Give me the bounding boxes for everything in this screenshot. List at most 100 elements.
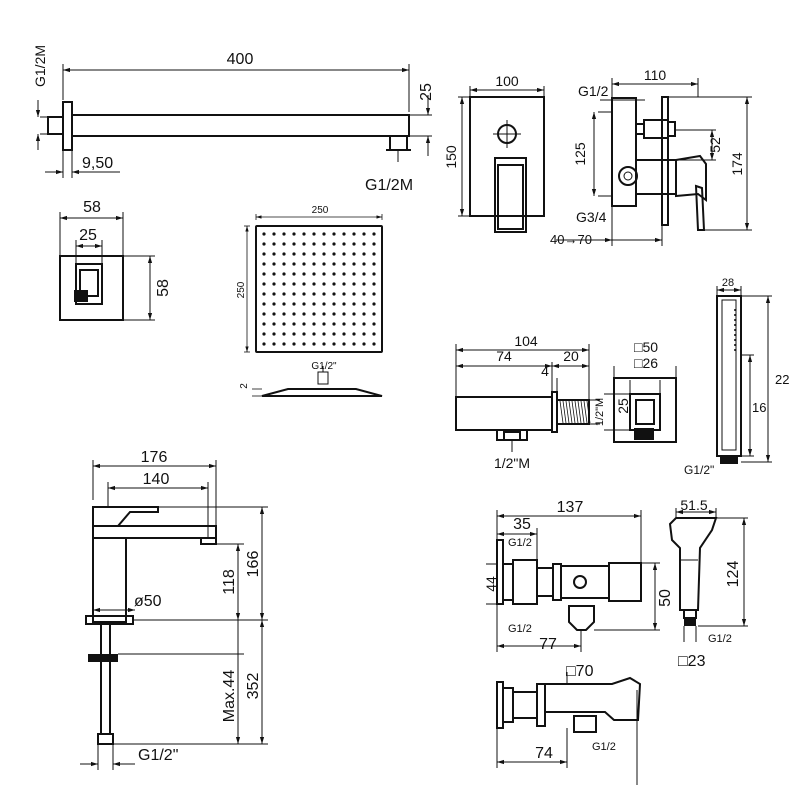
nozzle-dot <box>292 302 296 306</box>
arm-thread-bottom-label: G1/2M <box>365 177 413 194</box>
thread-hatch-line <box>583 400 588 424</box>
thread-hatch-line <box>586 400 591 424</box>
nozzle-dot <box>312 232 316 236</box>
nozzle-dot <box>302 332 306 336</box>
nozzle-dot <box>352 262 356 266</box>
hand-nozzle-dot <box>734 344 736 346</box>
nozzle-dot <box>372 292 376 296</box>
nozzle-dot <box>362 322 366 326</box>
nozzle-dot <box>302 292 306 296</box>
hand-nozzle-dot <box>734 309 736 311</box>
head-width-label: 250 <box>312 205 329 216</box>
nozzle-dot <box>352 292 356 296</box>
basin-mixer-drawing <box>80 460 268 770</box>
head-thickness-label: 2 <box>239 383 250 389</box>
nozzle-dot <box>262 252 266 256</box>
hand-nozzle-dot <box>734 319 736 321</box>
nozzle-dot <box>302 232 306 236</box>
mixer-thread-bottom-label: G3/4 <box>576 209 607 225</box>
nozzle-dot <box>312 272 316 276</box>
outlet-total-label: 104 <box>514 333 538 349</box>
nozzle-dot <box>302 272 306 276</box>
arm-offset-label: 9,50 <box>82 155 113 172</box>
arm-length-label: 400 <box>227 51 254 68</box>
hand-nozzle-dot <box>734 329 736 331</box>
nozzle-dot <box>352 282 356 286</box>
nozzle-dot <box>342 302 346 306</box>
flange-width-label: 58 <box>83 199 101 216</box>
nozzle-dot <box>332 322 336 326</box>
thread-hatch-line <box>568 400 573 424</box>
outlet-thread-label: 1/2"M <box>494 455 530 471</box>
nozzle-dot <box>292 242 296 246</box>
nozzle-dot <box>322 232 326 236</box>
nozzle-dot <box>332 312 336 316</box>
nozzle-dot <box>342 332 346 336</box>
concealed-mixer-drawing <box>458 78 752 246</box>
bidet-spray-drawing <box>668 508 748 642</box>
basin-thread-label: G1/2" <box>138 747 178 764</box>
mixer-range-label: 40→70 <box>550 232 592 247</box>
nozzle-dot <box>322 312 326 316</box>
nozzle-dot <box>352 232 356 236</box>
nozzle-dot <box>332 292 336 296</box>
nozzle-dot <box>312 242 316 246</box>
nozzle-dot <box>292 262 296 266</box>
nozzle-dot <box>282 282 286 286</box>
hand-nozzle-dot <box>734 314 736 316</box>
thread-hatch-line <box>562 400 567 424</box>
nozzle-dot <box>352 272 356 276</box>
nozzle-dot <box>372 302 376 306</box>
thread-hatch-line <box>571 400 576 424</box>
nozzle-dot <box>362 292 366 296</box>
bidet-thread-low-label: G1/2 <box>508 623 532 635</box>
nozzle-dot <box>362 342 366 346</box>
mixer-total-height-label: 174 <box>729 152 745 176</box>
shower-head-drawing <box>244 214 383 397</box>
nozzle-dot <box>372 282 376 286</box>
nozzle-dot <box>342 312 346 316</box>
nozzle-dot <box>352 342 356 346</box>
nozzle-dot <box>362 282 366 286</box>
nozzle-dot <box>272 242 276 246</box>
nozzle-dot <box>332 332 336 336</box>
thread-hatch-line <box>565 400 570 424</box>
nozzle-dot <box>312 322 316 326</box>
nozzle-dot <box>322 282 326 286</box>
mixer-thread-top-label: G1/2 <box>578 83 609 99</box>
nozzle-dot <box>342 232 346 236</box>
nozzle-dot <box>262 232 266 236</box>
nozzle-dot <box>342 252 346 256</box>
basin-spout-label: 140 <box>143 471 170 488</box>
bidet-thread-bottom-label: G1/2 <box>592 741 616 753</box>
nozzle-dot <box>262 282 266 286</box>
nozzle-dot <box>292 272 296 276</box>
nozzle-dot <box>332 282 336 286</box>
nozzle-dot <box>372 272 376 276</box>
nozzle-dot <box>312 252 316 256</box>
nozzle-dot <box>282 342 286 346</box>
bidet-h50-label: 50 <box>657 589 674 607</box>
nozzle-dot <box>372 332 376 336</box>
hand-nozzle-dot <box>734 339 736 341</box>
nozzle-dot <box>302 342 306 346</box>
wall-outlet-drawing <box>455 344 677 452</box>
shower-arm-drawing <box>35 64 432 178</box>
nozzle-dot <box>272 302 276 306</box>
nozzle-dot <box>272 312 276 316</box>
thread-hatch-line <box>574 400 579 424</box>
nozzle-dot <box>352 322 356 326</box>
nozzle-dot <box>312 332 316 336</box>
nozzle-dot <box>262 312 266 316</box>
nozzle-dot <box>262 292 266 296</box>
nozzle-dot <box>322 332 326 336</box>
nozzle-dot <box>262 272 266 276</box>
nozzle-dot <box>262 332 266 336</box>
nozzle-dot <box>282 332 286 336</box>
nozzle-dot <box>302 252 306 256</box>
nozzle-dot <box>272 322 276 326</box>
nozzle-dot <box>322 242 326 246</box>
nozzle-dot <box>292 342 296 346</box>
nozzle-dot <box>332 242 336 246</box>
